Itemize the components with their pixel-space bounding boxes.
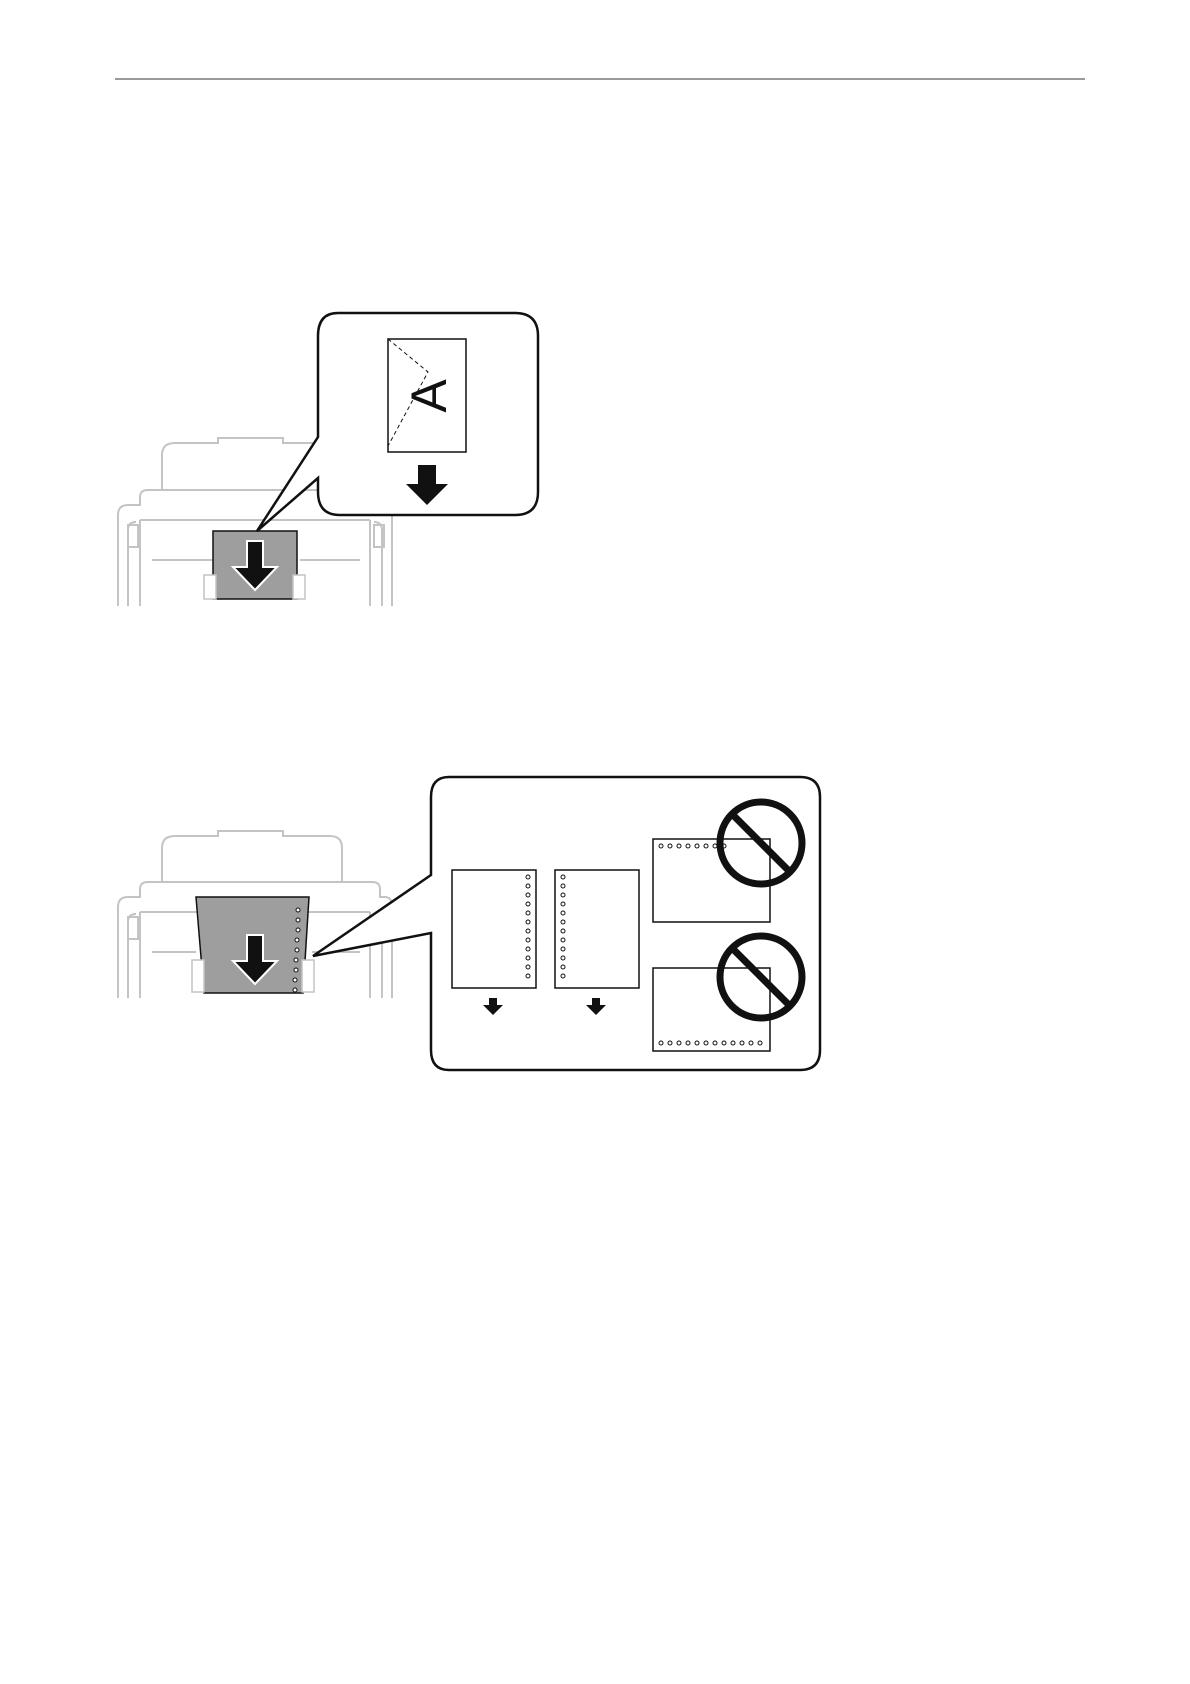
prepunched-paper-in-feeder: [192, 897, 314, 993]
prepunched-callout: [313, 777, 820, 1070]
